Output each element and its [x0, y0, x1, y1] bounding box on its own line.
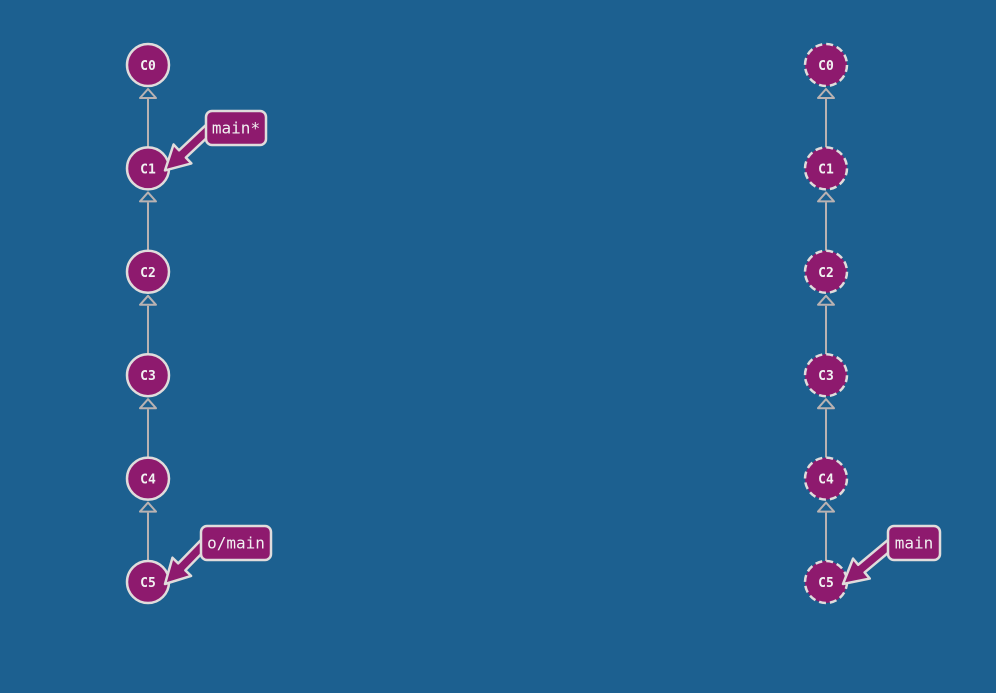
local-commit-c2[interactable]: C2 [125, 249, 171, 295]
remote-edge-c2-c1 [817, 191, 835, 251]
local-commit-c4[interactable]: C4 [125, 456, 171, 501]
local-edge-c1-c0 [139, 88, 157, 148]
remote-edge-c4-c3 [817, 398, 835, 458]
local-edge-c5-c4 [139, 501, 157, 561]
remote-commit-c4[interactable]: C4 [803, 456, 849, 501]
commit-label: C5 [818, 576, 834, 591]
commit-label: C2 [818, 266, 834, 281]
remote-branch-main[interactable]: main [841, 524, 942, 586]
local-edge-c3-c2 [139, 294, 157, 355]
remote-commit-c2[interactable]: C2 [803, 249, 849, 295]
branch-label: main [895, 534, 934, 553]
commit-label: C4 [818, 473, 834, 488]
commit-label: C1 [140, 162, 156, 177]
remote-edge-c3-c2 [817, 294, 835, 355]
commit-label: C5 [140, 576, 156, 591]
branch-label: o/main [207, 534, 265, 553]
remote-commit-c5[interactable]: C5 [803, 559, 849, 605]
remote-edge-c1-c0 [817, 88, 835, 148]
remote-edge-c5-c4 [817, 501, 835, 561]
local-branch-o-main[interactable]: o/main [163, 524, 273, 586]
local-edge-c4-c3 [139, 398, 157, 458]
remote-commit-c3[interactable]: C3 [803, 352, 849, 398]
commit-label: C4 [140, 473, 156, 488]
branch-label: main* [212, 119, 260, 138]
commit-label: C0 [140, 59, 156, 74]
commit-label: C0 [818, 59, 834, 74]
local-commit-c5[interactable]: C5 [125, 559, 171, 605]
commit-label: C3 [818, 369, 834, 384]
commit-label: C2 [140, 266, 156, 281]
local-commit-c3[interactable]: C3 [125, 352, 171, 398]
commit-label: C1 [818, 162, 834, 177]
local-commit-c0[interactable]: C0 [125, 42, 171, 88]
local-branch-main[interactable]: main* [163, 109, 268, 172]
local-edge-c2-c1 [139, 191, 157, 251]
remote-commit-c0[interactable]: C0 [803, 42, 849, 88]
local-commit-c1[interactable]: C1 [125, 146, 171, 191]
remote-commit-c1[interactable]: C1 [803, 146, 849, 191]
commit-label: C3 [140, 369, 156, 384]
